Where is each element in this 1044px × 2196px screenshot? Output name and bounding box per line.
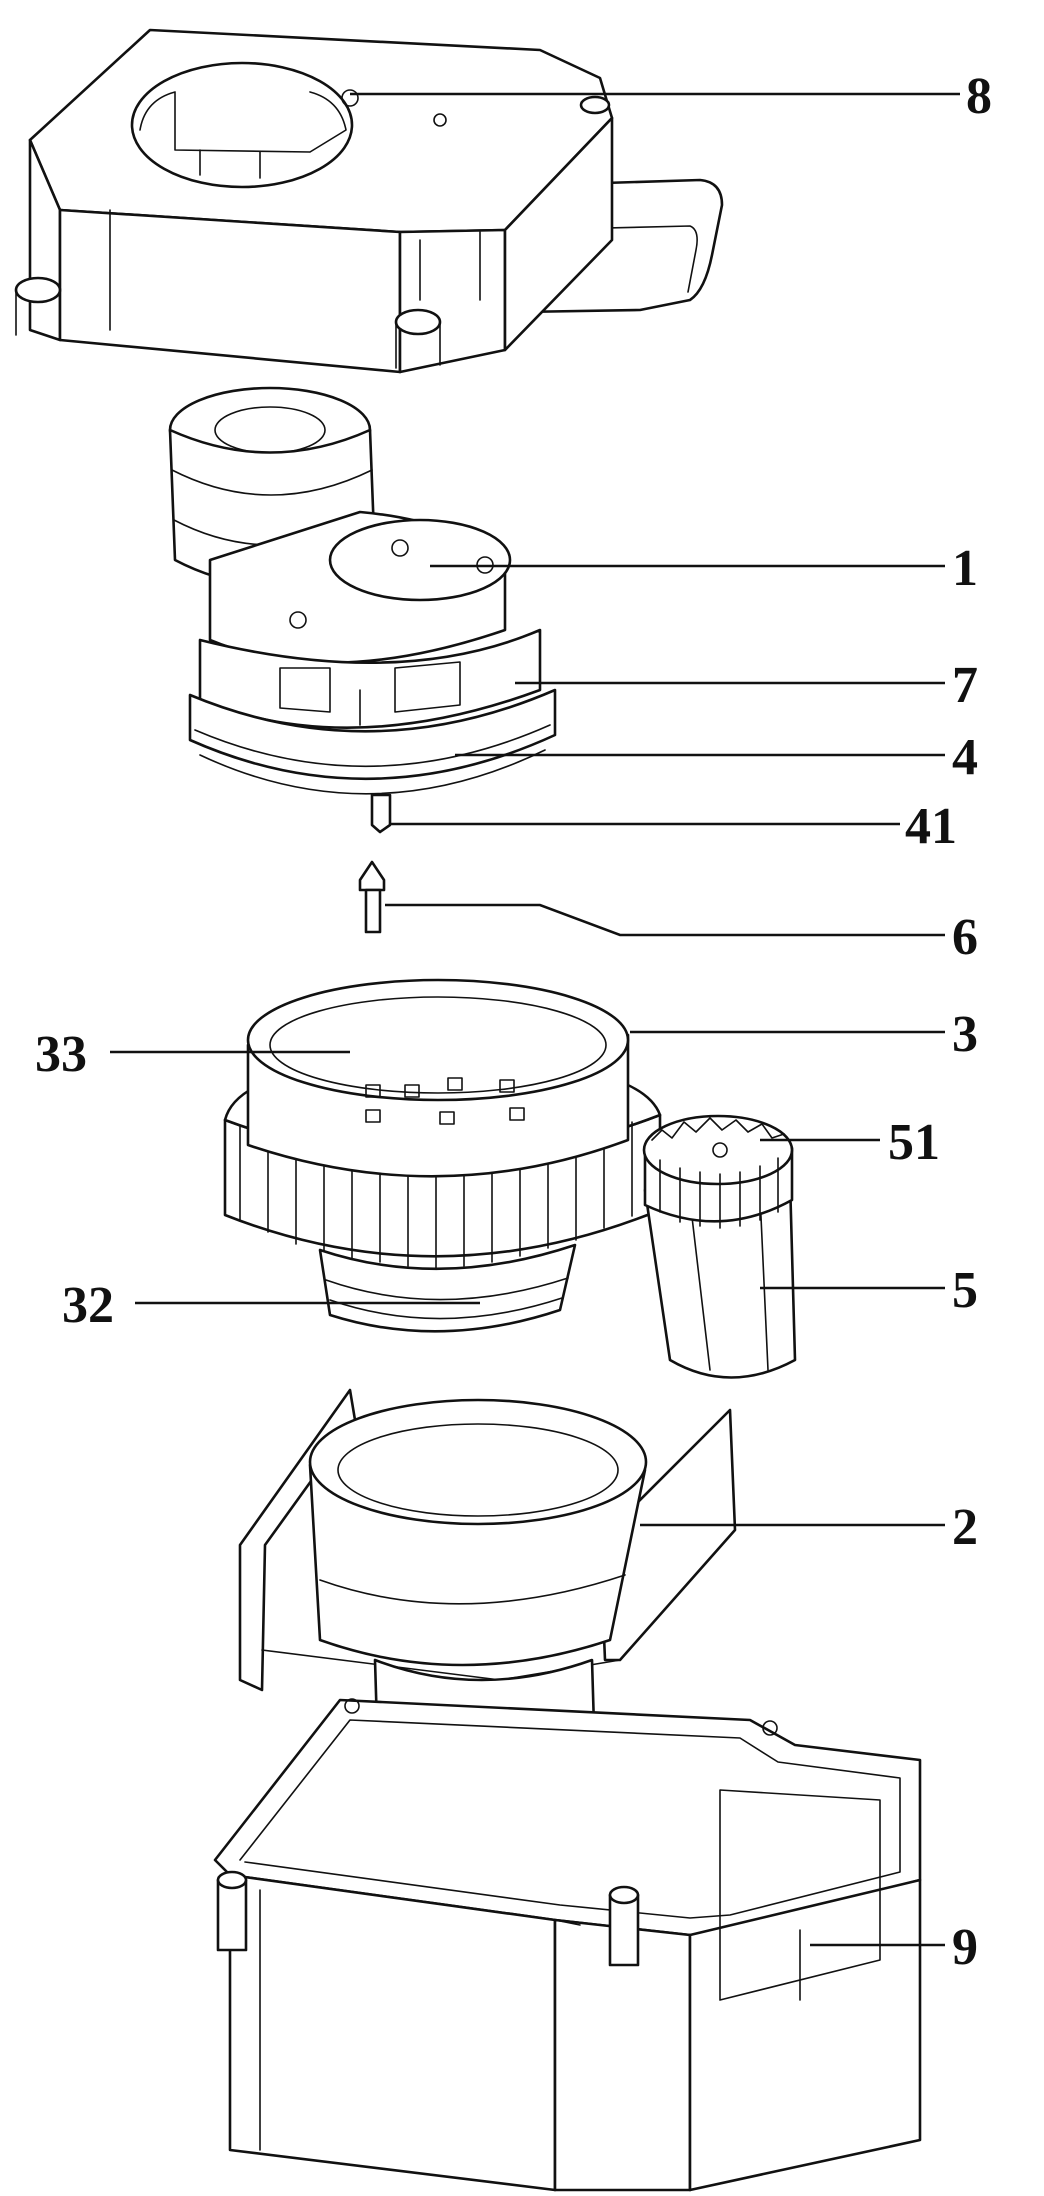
part-51-pinion-gear: [642, 1114, 794, 1229]
label-41: 41: [905, 798, 957, 855]
label-4: 4: [952, 729, 978, 786]
part-6-pin: [358, 860, 386, 934]
label-9: 9: [952, 1919, 978, 1976]
part-4-base-disc: [188, 688, 557, 834]
part-1-valve-body: [168, 386, 512, 665]
leader-6: [385, 903, 945, 937]
label-6: 6: [952, 909, 978, 966]
label-33: 33: [35, 1026, 87, 1083]
part-3-gear-ring: [223, 978, 662, 1333]
label-5: 5: [952, 1262, 978, 1319]
reference-numerals: 8 1 7 4 41 6 33 3 51 32 5 2 9: [35, 68, 992, 1976]
gear-teeth: [239, 1121, 633, 1269]
label-1: 1: [952, 540, 978, 597]
part-5-motor: [643, 1178, 797, 1379]
part-8-top-cover: [14, 28, 724, 374]
label-8: 8: [966, 68, 992, 125]
label-32: 32: [62, 1277, 114, 1334]
part-9-lower-housing: [213, 1698, 922, 2192]
label-51: 51: [888, 1114, 940, 1171]
label-7: 7: [952, 657, 978, 714]
label-2: 2: [952, 1499, 978, 1556]
label-3: 3: [952, 1006, 978, 1063]
leader-lines: [110, 92, 960, 1947]
